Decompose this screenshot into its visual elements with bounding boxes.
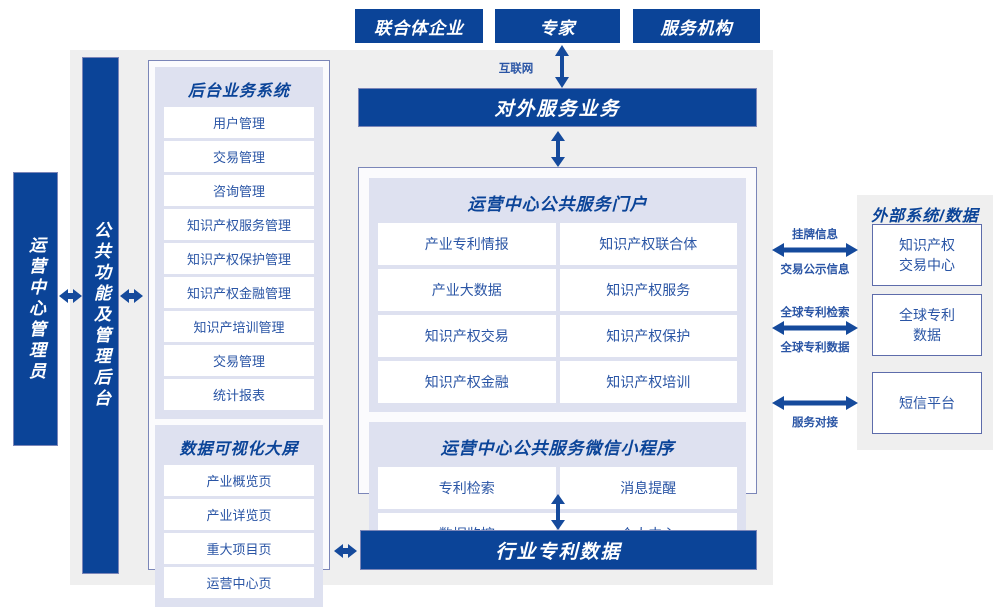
external-system-line2: 交易中心: [899, 257, 955, 273]
backoffice-item[interactable]: 知识产权保护管理: [164, 243, 314, 274]
double-arrow-horizontal-icon: [120, 287, 143, 305]
dashboard-item[interactable]: 产业概览页: [164, 465, 314, 496]
miniprogram-item[interactable]: 专利检索: [378, 467, 556, 509]
double-arrow-horizontal-icon: [772, 395, 858, 411]
header-actor-expert[interactable]: 专家: [495, 9, 620, 43]
portal-item[interactable]: 产业大数据: [378, 269, 556, 311]
header-actor-union-enterprise[interactable]: 联合体企业: [355, 9, 483, 43]
header-actor-label: 服务机构: [660, 18, 733, 38]
header-actor-service-agency[interactable]: 服务机构: [633, 9, 760, 43]
backend-systems-frame: 后台业务系统 用户管理 交易管理 咨询管理 知识产权服务管理 知识产权保护管理 …: [148, 60, 330, 607]
double-arrow-vertical-icon: [552, 45, 572, 88]
double-arrow-horizontal-icon: [59, 287, 82, 305]
miniprogram-title: 运营中心公共服务微信小程序: [440, 439, 675, 458]
internet-connector-label: 互联网: [498, 63, 534, 75]
header-actor-label: 专家: [539, 18, 576, 38]
public-service-container: 运营中心公共服务门户 产业专利情报 知识产权联合体 产业大数据 知识产权服务 知…: [358, 167, 757, 564]
portal-item[interactable]: 知识产权交易: [378, 315, 556, 357]
left-column-label: 运营中心管理员: [26, 235, 45, 383]
double-arrow-vertical-icon: [548, 131, 568, 167]
backoffice-item[interactable]: 知识产权金融管理: [164, 277, 314, 308]
left-column-operations-admin[interactable]: 运营中心管理员: [13, 172, 58, 446]
portal-grid: 产业专利情报 知识产权联合体 产业大数据 知识产权服务 知识产权交易 知识产权保…: [378, 223, 737, 403]
external-system-line1: 全球专利: [899, 306, 955, 323]
external-service-business-bar[interactable]: 对外服务业务: [358, 88, 757, 127]
dashboard-item[interactable]: 运营中心页: [164, 567, 314, 598]
external-connector-2-label-below: 全球专利数据: [780, 342, 850, 354]
double-arrow-horizontal-icon: [334, 542, 357, 560]
double-arrow-horizontal-icon: [772, 242, 858, 258]
double-arrow-vertical-icon: [548, 494, 568, 530]
external-connector-1-label-above: 挂牌信息: [792, 229, 838, 241]
external-system-line1: 知识产权: [899, 236, 955, 253]
external-service-business-label: 对外服务业务: [494, 99, 621, 120]
backoffice-item[interactable]: 用户管理: [164, 107, 314, 138]
portal-item[interactable]: 知识产权保护: [559, 315, 737, 357]
header-actor-label: 联合体企业: [374, 18, 464, 38]
dashboard-title: 数据可视化大屏: [179, 441, 299, 458]
portal-title: 运营中心公共服务门户: [467, 195, 648, 214]
portal-item[interactable]: 产业专利情报: [378, 223, 556, 265]
miniprogram-item[interactable]: 消息提醒: [559, 467, 737, 509]
portal-item[interactable]: 知识产权联合体: [559, 223, 737, 265]
double-arrow-horizontal-icon: [772, 320, 858, 336]
backoffice-item[interactable]: 咨询管理: [164, 175, 314, 206]
portal-group: 运营中心公共服务门户 产业专利情报 知识产权联合体 产业大数据 知识产权服务 知…: [369, 178, 746, 412]
left-column-label: 公共功能及管理后台: [91, 221, 110, 410]
external-system-sms-platform[interactable]: 短信平台: [872, 372, 982, 434]
external-system-line1: 短信平台: [899, 394, 955, 411]
portal-item[interactable]: 知识产权培训: [559, 361, 737, 403]
external-system-line2: 数据: [913, 327, 941, 343]
dashboard-item[interactable]: 重大项目页: [164, 533, 314, 564]
external-connector-3-label-below: 服务对接: [792, 417, 838, 429]
backoffice-item[interactable]: 统计报表: [164, 379, 314, 410]
industry-patent-data-label: 行业专利数据: [495, 541, 622, 563]
external-connector-1-label-below: 交易公示信息: [780, 264, 850, 276]
backoffice-item[interactable]: 知识产权服务管理: [164, 209, 314, 240]
external-system-global-patent-data[interactable]: 全球专利 数据: [872, 294, 982, 356]
backoffice-item[interactable]: 交易管理: [164, 141, 314, 172]
portal-item[interactable]: 知识产权服务: [559, 269, 737, 311]
dashboard-item[interactable]: 产业详览页: [164, 499, 314, 530]
industry-patent-data-bar[interactable]: 行业专利数据: [360, 530, 757, 570]
left-column-common-functions-backend[interactable]: 公共功能及管理后台: [82, 57, 119, 574]
external-systems-title: 外部系统/数据: [871, 208, 979, 225]
backoffice-item[interactable]: 知识产培训管理: [164, 311, 314, 342]
backoffice-item[interactable]: 交易管理: [164, 345, 314, 376]
portal-item[interactable]: 知识产权金融: [378, 361, 556, 403]
backoffice-title: 后台业务系统: [187, 83, 290, 100]
backoffice-group: 后台业务系统 用户管理 交易管理 咨询管理 知识产权服务管理 知识产权保护管理 …: [155, 67, 323, 419]
external-system-ip-trading-center[interactable]: 知识产权 交易中心: [872, 224, 982, 286]
external-connector-2-label-above: 全球专利检索: [780, 307, 850, 319]
dashboard-group: 数据可视化大屏 产业概览页 产业详览页 重大项目页 运营中心页: [155, 425, 323, 607]
